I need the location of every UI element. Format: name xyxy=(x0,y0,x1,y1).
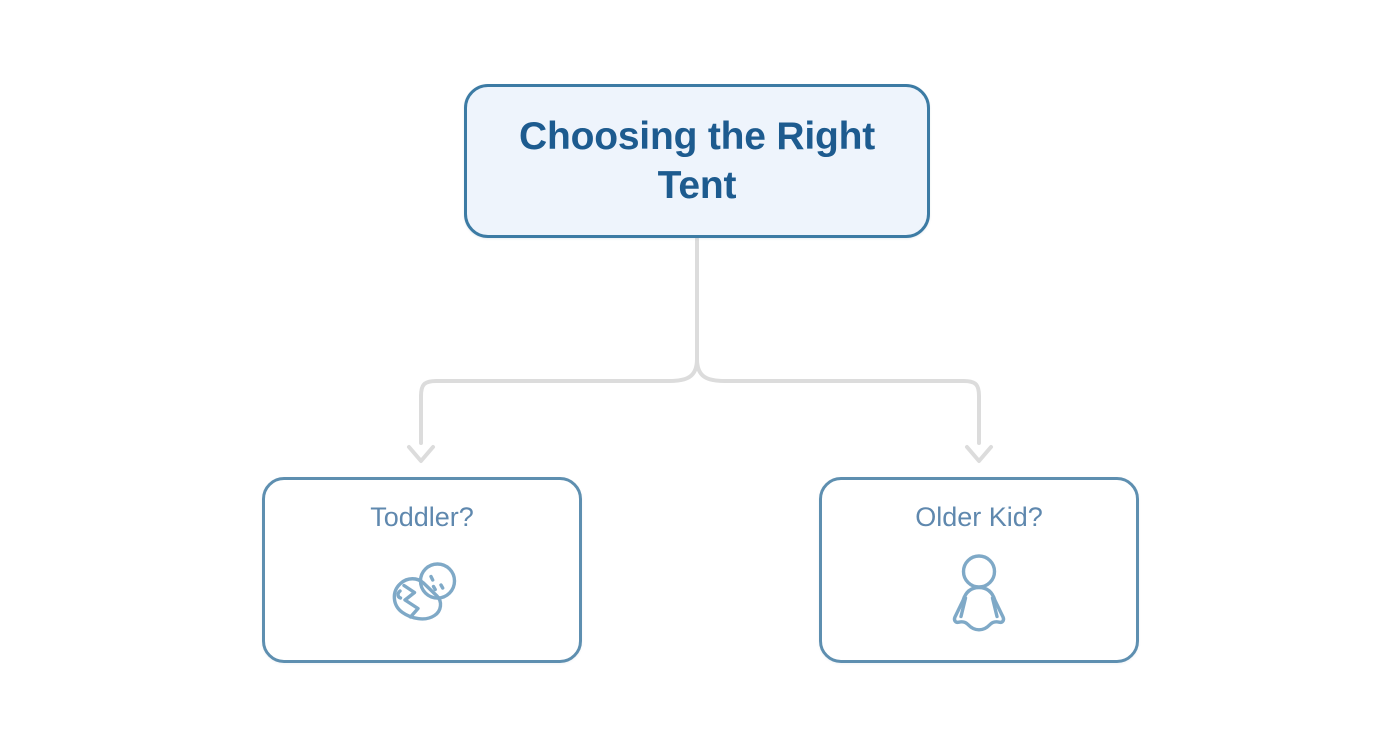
connector-branch-right xyxy=(695,357,981,445)
node-toddler[interactable]: Toddler? xyxy=(262,477,582,663)
connector-branch-left xyxy=(419,357,699,445)
node-older-kid[interactable]: Older Kid? xyxy=(819,477,1139,663)
swaddled-baby-icon xyxy=(374,543,470,639)
node-toddler-label: Toddler? xyxy=(370,502,474,532)
arrowhead-right xyxy=(965,445,993,463)
node-root[interactable]: Choosing the Right Tent xyxy=(464,84,930,238)
node-older-kid-label: Older Kid? xyxy=(915,502,1043,532)
child-figure-icon xyxy=(931,543,1027,639)
node-root-label: Choosing the Right Tent xyxy=(518,114,875,207)
arrowhead-left xyxy=(407,445,435,463)
